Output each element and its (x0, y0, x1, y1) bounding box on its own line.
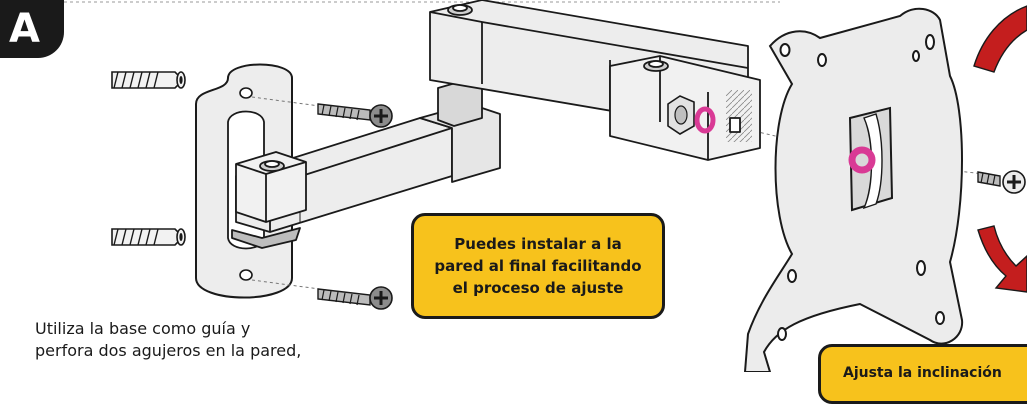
tip-callout: Puedes instalar a la pared al final faci… (411, 213, 665, 319)
tip-callout-line-2: pared al final facilitando (434, 257, 642, 275)
wall-anchor-top-icon (111, 71, 186, 89)
tip-callout-line-3: el proceso de ajuste (452, 279, 624, 297)
instruction-text: Utiliza la base como guía y perfora dos … (35, 318, 355, 362)
instruction-line-2: perfora dos agujeros en la pared, (35, 341, 302, 360)
tip-callout-line-1: Puedes instalar a la (454, 235, 622, 253)
screw-top-icon (317, 103, 393, 128)
diagram-artwork (64, 0, 1027, 372)
tilt-arrow-down-icon (977, 225, 1027, 293)
washer-plate-icon (848, 146, 876, 174)
tilt-callout: Ajusta la inclinación (818, 344, 1027, 404)
washer-arm-icon (694, 106, 716, 134)
screw-bottom-icon (317, 286, 393, 310)
hex-nut-icon (667, 95, 695, 135)
tilt-arrow-up-icon (973, 5, 1027, 73)
screw-right-icon (977, 170, 1026, 194)
vesa-plate-icon (743, 7, 964, 372)
wall-anchor-bottom-icon (111, 228, 186, 246)
step-letter-badge: A (0, 0, 64, 58)
instruction-line-1: Utiliza la base como guía y (35, 319, 251, 338)
